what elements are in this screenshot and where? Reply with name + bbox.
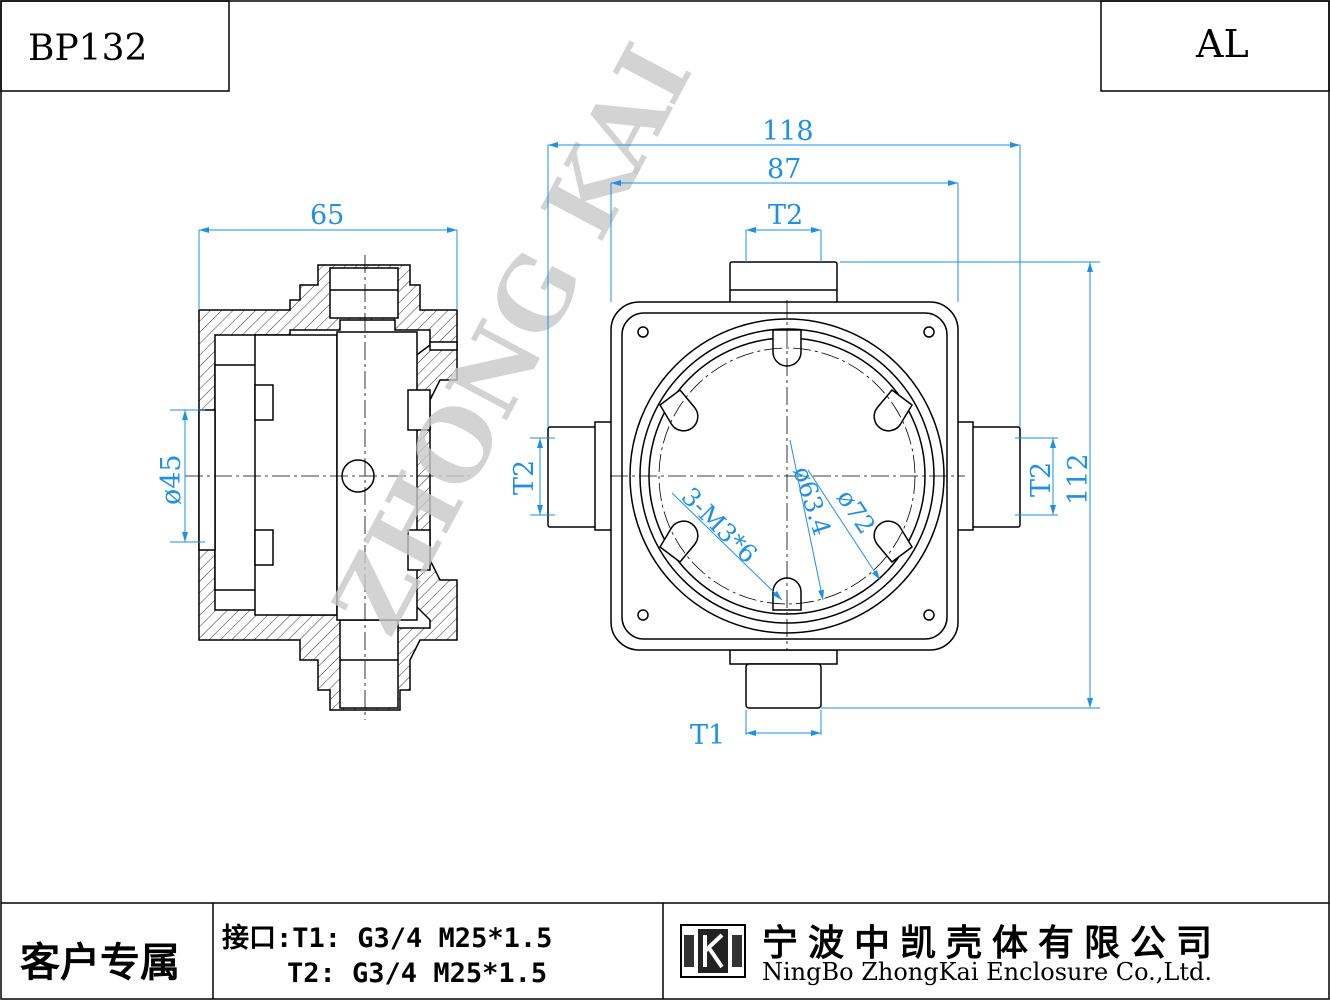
dim-45: ø45 xyxy=(156,454,187,505)
company-logo-icon xyxy=(680,924,746,978)
customer-label: 客户专属 xyxy=(20,940,180,986)
dimension-lines xyxy=(170,142,1100,736)
interface-line-1: 接口:T1: G3/4 M25*1.5 xyxy=(222,923,553,954)
interface-line-2: T2: G3/4 M25*1.5 xyxy=(222,958,548,989)
dim-112: 112 xyxy=(1063,453,1094,505)
side-section-view xyxy=(198,264,458,711)
company-name-en: NingBo ZhongKai Enclosure Co.,Ltd. xyxy=(762,958,1212,986)
dim-65: 65 xyxy=(310,200,344,231)
part-code: BP132 xyxy=(28,28,148,69)
material-code: AL xyxy=(1196,22,1249,66)
dim-87: 87 xyxy=(767,154,801,185)
dim-t2-left: T2 xyxy=(509,460,540,495)
dim-t2-right: T2 xyxy=(1026,462,1057,497)
company-name-cn: 宁波中凯壳体有限公司 xyxy=(762,923,1223,964)
front-view xyxy=(547,261,1021,709)
side-centerlines xyxy=(185,255,470,720)
dim-t2-top: T2 xyxy=(768,200,803,231)
dim-t1-bottom: T1 xyxy=(690,720,725,751)
dim-118: 118 xyxy=(762,116,814,147)
front-centerlines xyxy=(610,300,965,650)
